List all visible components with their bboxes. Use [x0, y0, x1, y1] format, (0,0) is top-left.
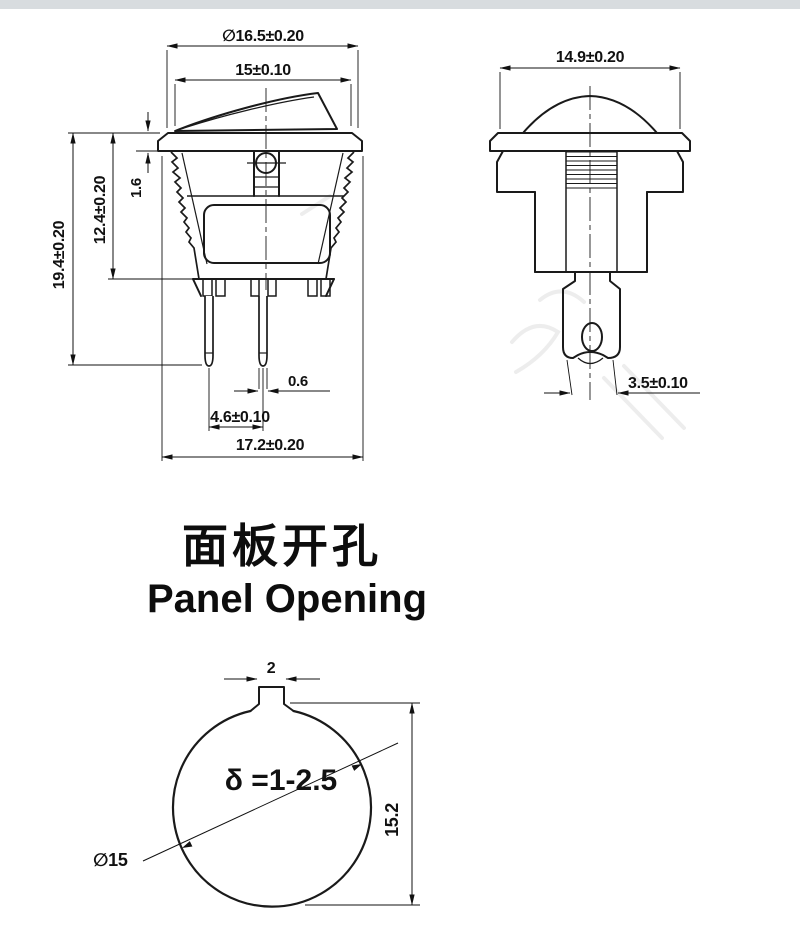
- dim-side-body-width: 14.9±0.20: [556, 49, 625, 66]
- terminal-hole: [581, 322, 603, 352]
- panel-opening-title-zh: 面板开孔: [182, 520, 382, 572]
- panel-hole-notch: [249, 686, 295, 712]
- dim-body-height: 12.4±0.20: [92, 175, 109, 244]
- dim-opening-diameter: ∅15: [93, 850, 128, 870]
- rocker-paddle: [174, 92, 338, 132]
- watermark: [300, 194, 686, 440]
- panel-hole-circle: [171, 709, 373, 908]
- pivot-bracket: [247, 150, 286, 197]
- bottom-feet: [202, 278, 331, 297]
- dim-opening-height: 15.2: [382, 803, 402, 837]
- dim-terminal-width: 3.5±0.10: [628, 375, 688, 392]
- flange: [157, 132, 363, 152]
- left-snap-rib: [170, 151, 200, 280]
- dim-rocker-width: 15±0.10: [235, 62, 291, 79]
- dim-notch-width: 2: [267, 660, 276, 677]
- right-snap-rib: [325, 151, 355, 280]
- panel-opening-title-en: Panel Opening: [147, 577, 427, 621]
- left-terminal-pin: [204, 296, 214, 367]
- dim-pin-pitch: 4.6±0.10: [210, 409, 270, 426]
- center-terminal-pin: [258, 296, 268, 367]
- side-view: [489, 86, 691, 400]
- switch-window: [203, 204, 331, 264]
- panel-opening-view: 2 15.2 ∅15 δ =1-2.5: [93, 660, 420, 908]
- dim-overall-width: 17.2±0.20: [236, 437, 305, 454]
- dim-flange-diameter: ∅16.5±0.20: [222, 28, 304, 45]
- dim-flange-thickness: 1.6: [128, 178, 145, 198]
- detent-ribs: [566, 151, 617, 189]
- dim-total-height: 19.4±0.20: [51, 220, 68, 289]
- top-strip: [0, 0, 800, 9]
- dim-pin-width: 0.6: [288, 373, 308, 390]
- front-view-dimensions: ∅16.5±0.20 15±0.10 19.4±0.20 12.4±0.20 1…: [51, 28, 364, 461]
- quick-connect-terminal: [562, 271, 621, 365]
- panel-thickness-label: δ =1-2.5: [225, 764, 337, 797]
- side-view-dimensions: 14.9±0.20 3.5±0.10: [499, 49, 700, 396]
- front-view: [157, 88, 363, 367]
